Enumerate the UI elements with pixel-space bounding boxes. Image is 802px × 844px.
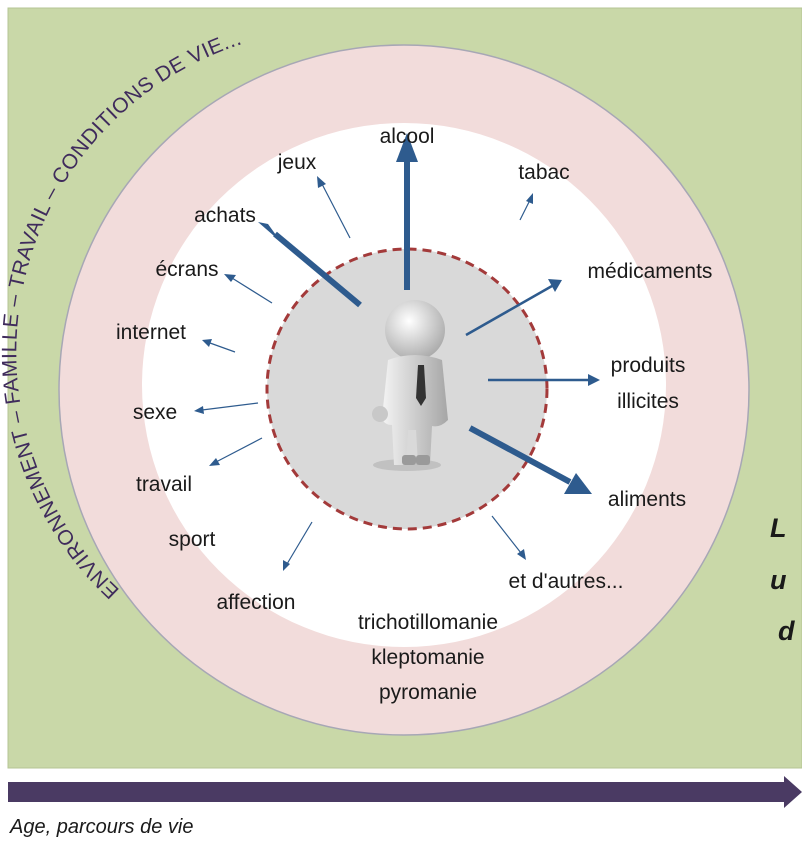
label-illicites: illicites — [617, 390, 679, 413]
side-text-line3: d — [778, 616, 795, 646]
timeline-label: Age, parcours de vie — [9, 816, 193, 838]
side-text-line1: L — [770, 513, 787, 543]
label-alcool: alcool — [380, 125, 435, 148]
label-achats: achats — [194, 204, 256, 227]
label-tabac: tabac — [518, 161, 569, 184]
label-sexe: sexe — [133, 401, 177, 424]
label-internet: internet — [116, 321, 186, 344]
label-aliments: aliments — [608, 488, 686, 511]
label-produits: produits — [611, 354, 686, 377]
label-trichotillomanie: trichotillomanie — [358, 611, 498, 634]
label-ecrans: écrans — [155, 258, 218, 281]
label-jeux: jeux — [277, 151, 317, 174]
label-pyromanie: pyromanie — [379, 681, 477, 704]
label-affection: affection — [216, 591, 295, 614]
label-medicaments: médicaments — [588, 260, 713, 283]
label-travail: travail — [136, 473, 192, 496]
label-autres: et d'autres... — [509, 570, 624, 593]
timeline-arrow — [8, 776, 802, 808]
label-sport: sport — [169, 528, 216, 551]
label-kleptomanie: kleptomanie — [371, 646, 484, 669]
side-text-line2: u — [770, 565, 787, 595]
